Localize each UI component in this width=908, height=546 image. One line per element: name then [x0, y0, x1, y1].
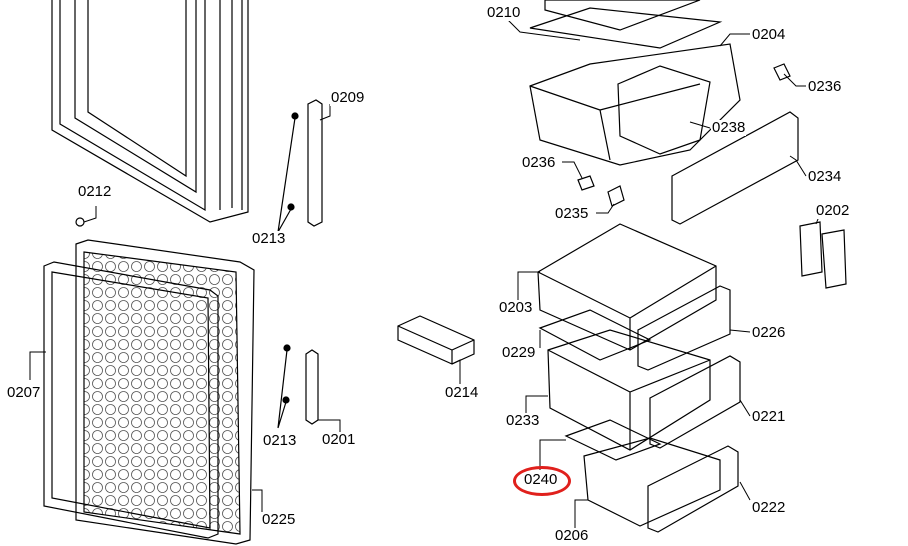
- label-0204[interactable]: 0204: [751, 26, 787, 43]
- hinge-0209: [277, 99, 323, 233]
- label-0210[interactable]: 0210: [486, 4, 522, 21]
- label-0207[interactable]: 0207: [6, 384, 42, 401]
- label-0235[interactable]: 0235: [554, 205, 590, 222]
- label-0213[interactable]: 0213: [262, 432, 298, 449]
- label-0236[interactable]: 0236: [807, 78, 843, 95]
- hinge-0201: [277, 344, 319, 429]
- shelf-0210: [529, 0, 723, 49]
- label-0226[interactable]: 0226: [751, 324, 787, 341]
- drawer-0203: [537, 223, 731, 371]
- bin-0204: [529, 43, 741, 166]
- flap-0234: [671, 111, 799, 225]
- highlight-circle: [513, 466, 571, 496]
- lower-door: [75, 239, 255, 545]
- label-0240[interactable]: 0240: [524, 471, 558, 488]
- clip-0235: [607, 185, 625, 207]
- label-0234[interactable]: 0234: [807, 168, 843, 185]
- clip-0236a: [773, 63, 791, 81]
- screw-0212: [75, 217, 85, 227]
- leader-lines: [29, 19, 838, 528]
- upper-door: [51, 0, 249, 223]
- label-0233[interactable]: 0233: [505, 412, 541, 429]
- label-0206[interactable]: 0206: [554, 527, 590, 544]
- label-0225[interactable]: 0225: [261, 511, 297, 528]
- label-0221[interactable]: 0221: [751, 408, 787, 425]
- drawer-0206: [583, 437, 739, 533]
- label-0201[interactable]: 0201: [321, 431, 357, 448]
- label-0212[interactable]: 0212: [77, 183, 113, 200]
- label-0214[interactable]: 0214: [444, 384, 480, 401]
- label-0209[interactable]: 0209: [330, 89, 366, 106]
- label-0236[interactable]: 0236: [521, 154, 557, 171]
- cold-packs-0202: [799, 221, 847, 289]
- clip-0236b: [577, 175, 595, 191]
- gasket-0207: [43, 261, 219, 539]
- label-0229[interactable]: 0229: [501, 344, 537, 361]
- drawer-0233: [547, 329, 741, 451]
- label-0213[interactable]: 0213: [251, 230, 287, 247]
- label-0238[interactable]: 0238: [711, 119, 747, 136]
- label-0202[interactable]: 0202: [815, 202, 851, 219]
- label-0203[interactable]: 0203: [498, 299, 534, 316]
- cover-0229: [538, 309, 652, 361]
- ice-tray-0214: [397, 315, 475, 365]
- label-0222[interactable]: 0222: [751, 499, 787, 516]
